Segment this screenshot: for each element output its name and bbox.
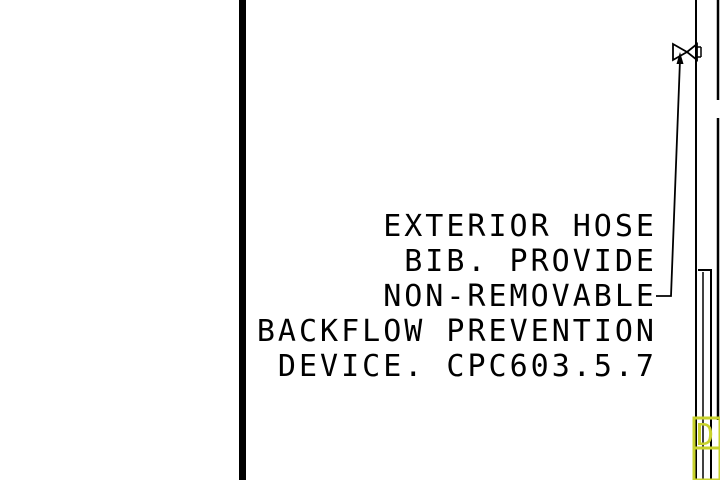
door-tag-label: D: [696, 418, 714, 453]
note-text-block: EXTERIOR HOSE BIB. PROVIDE NON-REMOVABLE…: [257, 209, 657, 384]
note-line-2: BIB. PROVIDE: [404, 244, 657, 279]
note-line-5: DEVICE. CPC603.5.7: [278, 349, 657, 384]
note-line-3: NON-REMOVABLE: [383, 279, 657, 314]
leader-arrow: [656, 52, 684, 297]
left-wall-line: [239, 0, 246, 480]
hose-bib-icon: [672, 42, 702, 62]
note-line-1: EXTERIOR HOSE: [383, 209, 657, 244]
window-jamb: [698, 269, 712, 480]
note-line-4: BACKFLOW PREVENTION: [257, 314, 657, 349]
door-tag: D: [692, 416, 720, 480]
